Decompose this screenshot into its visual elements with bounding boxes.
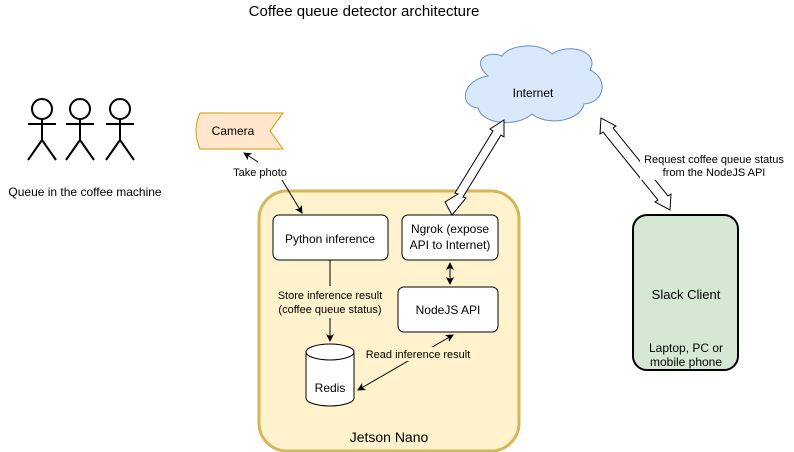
actors-label: Queue in the coffee machine: [8, 185, 162, 199]
ngrok-node[interactable]: [401, 214, 499, 261]
stick-figure-icon: [65, 98, 95, 161]
diagram-title: Coffee queue detector architecture: [249, 3, 480, 20]
jetson-nano-label: Jetson Nano: [350, 429, 429, 445]
edge-internet-slack: [599, 117, 672, 211]
camera-label: Camera: [212, 124, 255, 138]
redis-node[interactable]: Redis: [305, 343, 355, 407]
edge-request-label-line1: Request coffee queue status: [644, 154, 784, 166]
edge-camera-python-top: [243, 152, 259, 163]
ngrok-label-line1: Ngrok (expose: [411, 222, 489, 236]
camera-node[interactable]: [195, 112, 284, 150]
stick-figure-icon: [27, 98, 57, 161]
slack-client-label: Slack Client: [652, 287, 721, 302]
internet-label: Internet: [513, 86, 554, 100]
nodejs-api-label: NodeJS API: [416, 303, 481, 317]
nodejs-api-node[interactable]: [397, 286, 499, 333]
python-inference-label: Python inference: [285, 232, 375, 246]
edge-ngrok-internet: [444, 119, 505, 216]
slack-client-node[interactable]: [632, 214, 739, 371]
stick-figure-icon: [105, 98, 135, 161]
slack-client-sub-line2: mobile phone: [650, 355, 722, 369]
ngrok-label-line2: API to Internet): [410, 238, 491, 252]
internet-cloud[interactable]: [464, 45, 603, 124]
actors-group: [27, 98, 135, 161]
edge-request-label-line2: from the NodeJS API: [663, 167, 766, 179]
edge-read-label: Read inference result: [366, 349, 471, 361]
edge-camera-python-bottom: [281, 179, 303, 214]
edge-store-label-line2: (coffee queue status): [278, 304, 381, 316]
edge-nodejs-redis: [357, 334, 454, 391]
edge-store-label-line1: Store inference result: [278, 290, 383, 302]
edge-take-photo-label: Take photo: [233, 167, 287, 179]
slack-client-sub-line1: Laptop, PC or: [649, 341, 723, 355]
redis-label: Redis: [315, 381, 346, 395]
